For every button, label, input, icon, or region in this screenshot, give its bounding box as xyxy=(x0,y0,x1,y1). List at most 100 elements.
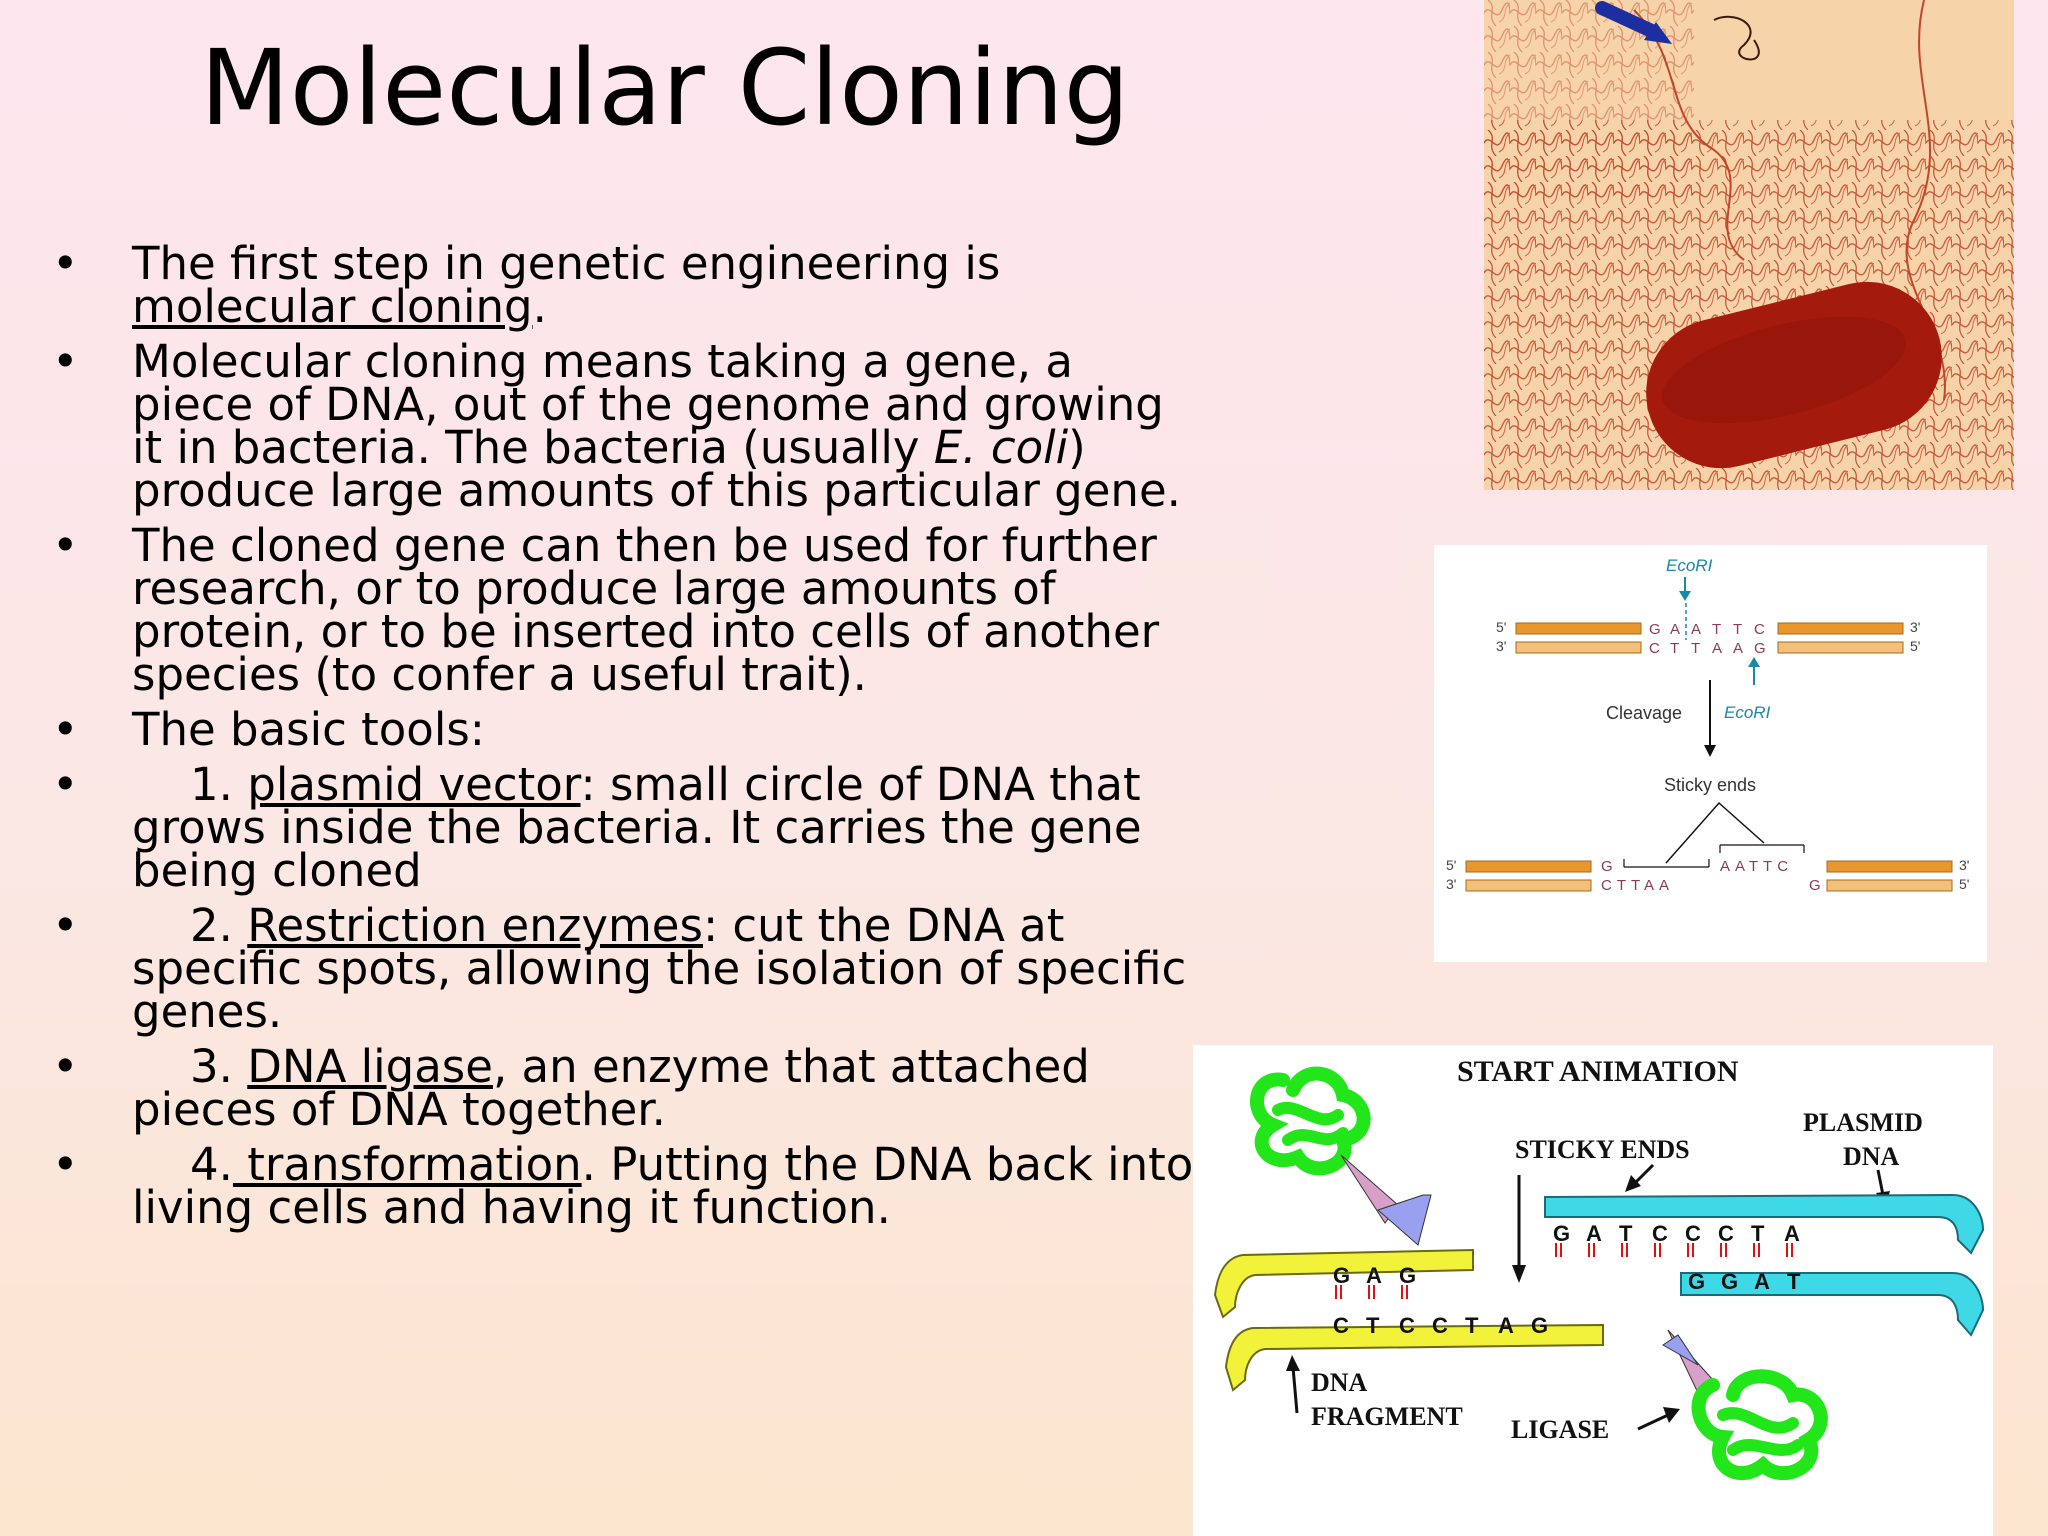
base-letter: G xyxy=(1399,1263,1416,1288)
sticky-ends-caption: STICKY ENDS xyxy=(1515,1135,1690,1164)
svg-text:FRAGMENT: FRAGMENT xyxy=(1311,1402,1463,1431)
ligase-enzyme-bottom xyxy=(1662,1329,1828,1481)
bullet-text: . Putting the DNA back into living cells… xyxy=(132,1138,1194,1234)
sticky-ends-label: Sticky ends xyxy=(1664,775,1756,795)
base-letter: A xyxy=(1733,640,1743,657)
base-letter: G xyxy=(1333,1263,1350,1288)
base-letter: C xyxy=(1333,1313,1349,1338)
bullet-text: The first step in genetic engineering is xyxy=(132,237,1001,290)
bullet-marker: • xyxy=(52,1138,79,1191)
bullet-marker: • xyxy=(52,758,79,811)
bullet-item: •1. plasmid vector: small circle of DNA … xyxy=(52,758,1202,893)
ecori-label-top: EcoRI xyxy=(1666,556,1713,575)
bullet-text: ) produce large amounts of this particul… xyxy=(132,421,1181,517)
base-letter: A xyxy=(1670,621,1680,638)
bullet-text: : cut the DNA at specific spots, allowin… xyxy=(132,899,1187,1038)
svg-text:EcoRI: EcoRI xyxy=(1724,703,1771,722)
base-letter: G xyxy=(1531,1313,1548,1338)
base-letter: C xyxy=(1649,640,1660,657)
base-letter: T xyxy=(1619,1221,1633,1246)
base-letter: A xyxy=(1712,640,1722,657)
bullet-text: 3. xyxy=(190,1040,248,1093)
base-letter: G xyxy=(1688,1269,1705,1294)
svg-text:3': 3' xyxy=(1446,876,1456,892)
dna-fragment-label: DNA xyxy=(1311,1368,1368,1397)
base-letter: C xyxy=(1399,1313,1415,1338)
svg-text:PLASMID: PLASMID xyxy=(1803,1108,1923,1137)
bullet-marker: • xyxy=(52,335,79,388)
right-sticky-end: AATTC xyxy=(1720,858,1793,875)
plasmid-strand-bottom xyxy=(1680,1272,1985,1337)
underlined-term: transformation xyxy=(232,1138,582,1191)
base-letter: A xyxy=(1366,1263,1382,1288)
svg-text:5': 5' xyxy=(1496,619,1506,635)
bullet-text: . xyxy=(532,280,547,333)
base-letter: G xyxy=(1754,640,1766,657)
svg-text:5': 5' xyxy=(1446,857,1456,873)
svg-text:3': 3' xyxy=(1496,638,1506,654)
bullet-text: The basic tools: xyxy=(132,703,485,756)
bullet-item: •3. DNA ligase, an enzyme that attached … xyxy=(52,1044,1202,1132)
bullet-text: The cloned gene can then be used for fur… xyxy=(132,519,1160,701)
slide-title: Molecular Cloning xyxy=(200,27,1130,149)
base-letter: C xyxy=(1652,1221,1668,1246)
bullet-text: : small circle of DNA that grows inside … xyxy=(132,758,1142,897)
bullet-item: •2. Restriction enzymes: cut the DNA at … xyxy=(52,899,1202,1034)
bullet-text: 1. xyxy=(190,758,248,811)
bullet-text: 2. xyxy=(190,899,248,952)
left-top-end: G xyxy=(1601,858,1613,875)
base-letter: T xyxy=(1691,640,1700,657)
bullet-item: •The cloned gene can then be used for fu… xyxy=(52,519,1202,697)
strand-left-top xyxy=(1515,622,1642,635)
base-letter: A xyxy=(1784,1221,1800,1246)
base-letter: A xyxy=(1691,621,1701,638)
pointer-arrow xyxy=(1595,1,1661,39)
underlined-term: Restriction enzymes xyxy=(247,899,703,952)
base-letter: T xyxy=(1751,1221,1765,1246)
bullet-item: •The basic tools: xyxy=(52,707,1202,752)
base-letter: C xyxy=(1754,621,1765,638)
base-letter: G xyxy=(1721,1269,1738,1294)
bullet-marker: • xyxy=(52,519,79,572)
svg-text:5': 5' xyxy=(1959,876,1969,892)
bullet-text: , an enzyme that attached pieces of DNA … xyxy=(132,1040,1090,1136)
fragment-left-top xyxy=(1465,860,1592,873)
italic-term: E. coli xyxy=(933,421,1069,474)
underlined-term: molecular cloning xyxy=(132,280,533,333)
base-letter: T xyxy=(1787,1269,1801,1294)
base-letter: C xyxy=(1685,1221,1701,1246)
right-bottom-end: G xyxy=(1809,877,1821,894)
base-letter: T xyxy=(1366,1313,1380,1338)
svg-text:3': 3' xyxy=(1910,619,1920,635)
left-sticky-end: CTTAA xyxy=(1601,877,1674,894)
bullet-item: • Molecular cloning means taking a gene, … xyxy=(52,335,1202,513)
svg-text:5': 5' xyxy=(1910,638,1920,654)
underlined-term: plasmid vector xyxy=(247,758,581,811)
base-letter: T xyxy=(1712,621,1721,638)
fragment-strand-top xyxy=(1213,1248,1474,1319)
ligation-animation-diagram[interactable]: START ANIMATION PLASMID DNA STICKY ENDS … xyxy=(1193,1045,1993,1536)
bullet-text: 4. xyxy=(190,1138,233,1191)
fragment-right-bottom xyxy=(1826,879,1953,892)
base-letter: T xyxy=(1670,640,1679,657)
base-letter: T xyxy=(1733,621,1742,638)
base-letter: T xyxy=(1465,1313,1479,1338)
svg-text:DNA: DNA xyxy=(1843,1142,1900,1171)
ligase-enzyme-top xyxy=(1250,1066,1432,1246)
bullet-marker: • xyxy=(52,899,79,952)
base-letter: C xyxy=(1718,1221,1734,1246)
strand-left-bottom xyxy=(1515,641,1642,654)
fragment-left-bottom xyxy=(1465,879,1592,892)
base-letter: A xyxy=(1498,1313,1514,1338)
ligase-label: LIGASE xyxy=(1511,1415,1609,1444)
bullet-text: Molecular cloning means taking a gene, a… xyxy=(132,335,1164,474)
plasmid-strand-top xyxy=(1544,1193,1985,1255)
cleavage-label: Cleavage xyxy=(1606,703,1682,723)
